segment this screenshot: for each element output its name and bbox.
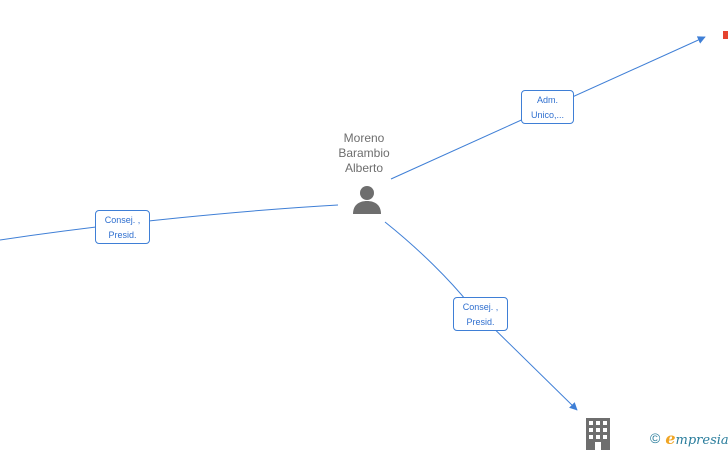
edge-label-consej-presid-bottom[interactable]: Consej. , Presid. [453,297,508,331]
node-name-line: Barambio [338,146,390,160]
edge-label-line: Adm. [536,95,558,105]
node-name-line: Moreno [343,131,385,145]
brand-logo-rest: mpresia [675,432,728,448]
brand-logo-initial: e [665,428,676,448]
node-name-line: Alberto [344,161,384,175]
footer-brand: © empresia [650,428,728,448]
edge-label-line: Presid. [466,317,495,327]
center-node-name[interactable]: Moreno Barambio Alberto [322,131,406,176]
edge-label-consej-presid-left[interactable]: Consej. , Presid. [95,210,150,244]
copyright-symbol: © [650,430,661,446]
edge-label-line: Presid. [108,230,137,240]
building-icon[interactable] [586,418,610,450]
edge-label-adm-unico[interactable]: Adm. Unico,... [521,90,574,124]
partial-node-marker [723,31,728,39]
edge-label-line: Consej. , [462,302,499,312]
edge-label-line: Consej. , [104,215,141,225]
person-icon[interactable] [351,185,383,215]
edge-line-consej-presid-left [0,204,339,241]
brand-logo: empresia [665,429,728,448]
edge-label-line: Unico,... [530,110,564,120]
